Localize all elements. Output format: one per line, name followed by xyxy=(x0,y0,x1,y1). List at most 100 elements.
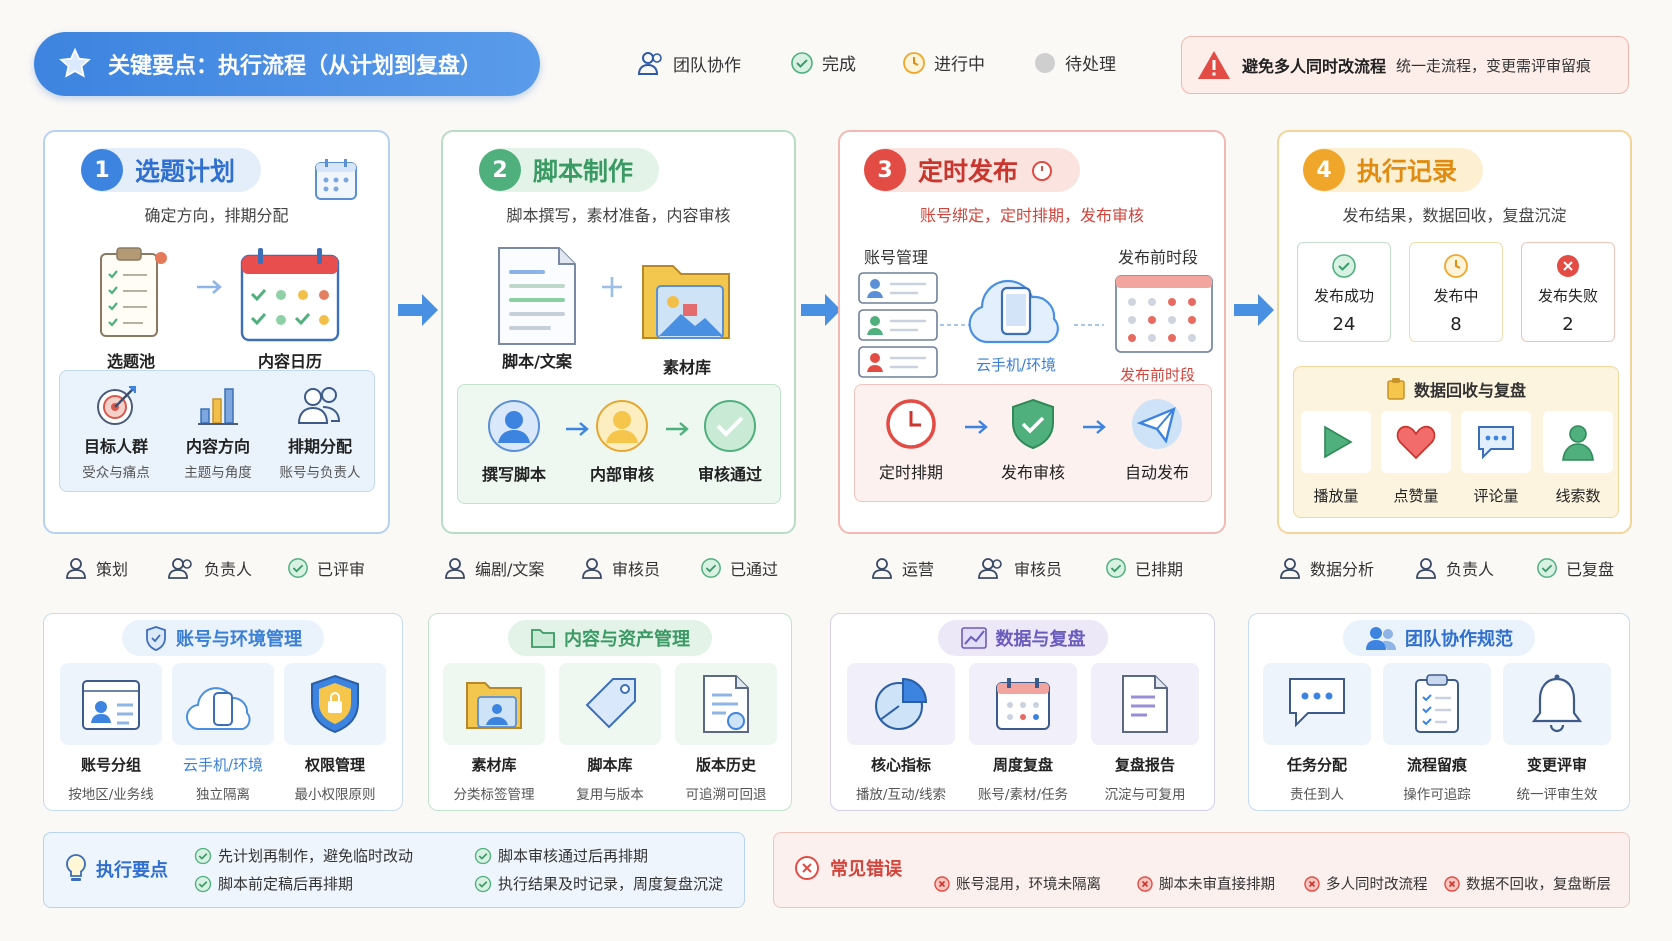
calendar-icon xyxy=(313,156,359,202)
grey-circle-icon xyxy=(1033,51,1057,75)
stage-card-record: 4 执行记录 发布结果，数据回收，复盘沉淀 发布成功 24 发布中 8 发布失败… xyxy=(1277,130,1632,534)
stage-subtitle: 发布结果，数据回收，复盘沉淀 xyxy=(1342,206,1567,225)
role-reviewer: 审核员 xyxy=(580,556,660,580)
check-circle-icon xyxy=(703,399,757,453)
error-circle-icon xyxy=(794,855,820,881)
role-operator: 运营 xyxy=(870,556,934,580)
x-circle-icon xyxy=(1444,875,1460,892)
check-circle-icon xyxy=(790,51,814,75)
role-status-reviewed: 已评审 xyxy=(287,556,365,580)
folder-icon xyxy=(530,627,556,649)
tile-core-metrics xyxy=(847,663,955,745)
shield-lock-icon xyxy=(307,673,363,735)
check-circle-icon xyxy=(194,875,212,893)
stage-number: 3 xyxy=(864,149,906,191)
role-analyst: 数据分析 xyxy=(1278,556,1374,580)
clock-icon xyxy=(902,51,926,75)
tile-process-trace-text: 流程留痕操作可追踪 xyxy=(1403,756,1471,803)
people-icon xyxy=(295,383,345,427)
bell-icon xyxy=(1530,673,1584,735)
warning-text: 统一走流程，变更需评审留痕 xyxy=(1396,56,1592,75)
tile-weekly-review-text: 周度复盘账号/素材/任务 xyxy=(977,756,1069,803)
stage-header: 4 执行记录 xyxy=(1303,148,1484,192)
person-outline-icon xyxy=(443,556,467,580)
folder-image-icon xyxy=(464,675,524,733)
role-owner: 负责人 xyxy=(168,556,252,580)
module-header: 数据与复盘 xyxy=(937,620,1108,656)
tip-item: 先计划再制作，避免临时改动 xyxy=(194,845,413,866)
tile-version-history-text: 版本历史可追溯可回退 xyxy=(685,756,767,803)
schedule-slot-label-bottom: 发布前时段 xyxy=(1120,366,1196,384)
warning-banner: 避免多人同时改流程 统一走流程，变更需评审留痕 xyxy=(1181,36,1629,94)
flow-write-script: 撰写脚本 xyxy=(466,399,562,485)
module-content-assets: 内容与资产管理 素材库分类标签管理 脚本库复用与版本 版本历史可追溯可回退 xyxy=(428,613,792,811)
stage-name: 执行记录 xyxy=(1357,157,1458,186)
tile-script-library-text: 脚本库复用与版本 xyxy=(576,756,644,803)
publish-flow-panel: 定时排期 发布审核 自动发布 xyxy=(854,384,1212,502)
plus-icon xyxy=(599,274,625,300)
document-icon xyxy=(493,244,581,348)
stage-card-plan: 1 选题计划 确定方向，排期分配 选题池 内容日历 目标人群 受众与痛点 内容方… xyxy=(43,130,390,534)
check-circle-icon xyxy=(1331,253,1357,279)
schedule-slot-label: 发布前时段 xyxy=(1118,248,1199,267)
tile-cloud-env xyxy=(172,663,274,745)
topic-pool: 选题池 xyxy=(91,244,171,372)
metric-views: 播放量 xyxy=(1300,411,1372,506)
play-icon xyxy=(1317,423,1355,461)
tile-script-library xyxy=(559,663,661,745)
check-circle-icon xyxy=(700,557,722,579)
legend-team: 团队协作 xyxy=(637,50,741,76)
stage-number: 1 xyxy=(81,149,123,191)
script-copy: 脚本/文案 xyxy=(493,244,581,372)
clock-icon xyxy=(1443,253,1469,279)
team-icon xyxy=(168,556,196,580)
tile-change-review-text: 变更评审统一评审生效 xyxy=(1516,756,1598,803)
reviewer-avatar-icon xyxy=(595,399,649,453)
team-icon xyxy=(978,556,1006,580)
warning-title: 避免多人同时改流程 xyxy=(1242,57,1387,76)
tip-item: 脚本审核通过后再排期 xyxy=(474,845,648,866)
mistake-item: 脚本未审直接排期 xyxy=(1137,873,1275,894)
shield-icon xyxy=(144,625,168,651)
module-header: 账号与环境管理 xyxy=(122,620,324,656)
flow-auto-publish: 自动发布 xyxy=(1107,397,1207,483)
page-title: 关键要点：执行流程（从计划到复盘） xyxy=(108,54,483,79)
flow-internal-review: 内部审核 xyxy=(574,399,670,485)
flow-schedule: 定时排期 xyxy=(863,397,959,483)
stage-number: 4 xyxy=(1303,149,1345,191)
person-outline-icon xyxy=(580,556,604,580)
error-circle-icon xyxy=(1555,253,1581,279)
module-header: 内容与资产管理 xyxy=(508,620,712,656)
role-status-passed: 已通过 xyxy=(700,556,778,580)
tile-permission-text: 权限管理最小权限原则 xyxy=(294,756,376,803)
stage-name: 选题计划 xyxy=(135,157,236,186)
stage-card-publish: 3 定时发布 账号绑定，定时排期，发布审核 账号管理 云手机/环境 发布前时段 … xyxy=(838,130,1226,534)
arrow-right-icon xyxy=(963,417,991,437)
role-status-reviewed: 已复盘 xyxy=(1536,556,1614,580)
check-circle-icon xyxy=(474,847,492,865)
stage-name: 定时发布 xyxy=(918,157,1019,186)
cloud-phone-icon xyxy=(964,262,1068,348)
heart-icon xyxy=(1396,424,1436,460)
tile-permission xyxy=(284,663,386,745)
arrow-right-icon xyxy=(664,419,692,439)
check-circle-icon xyxy=(194,847,212,865)
stage-header: 2 脚本制作 xyxy=(479,148,660,192)
tip-item: 脚本前定稿后再排期 xyxy=(194,873,353,894)
person-outline-icon xyxy=(1278,556,1302,580)
content-direction: 内容方向 主题与角度 xyxy=(168,383,268,481)
team-icon xyxy=(1365,625,1397,651)
execution-tips-panel: 执行要点 先计划再制作，避免临时改动 脚本审核通过后再排期 脚本前定稿后再排期 … xyxy=(43,832,745,908)
tile-review-report-text: 复盘报告沉淀与可复用 xyxy=(1104,756,1186,803)
data-review-title-row: 数据回收与复盘 xyxy=(1294,377,1618,401)
person-outline-icon xyxy=(870,556,894,580)
team-icon xyxy=(637,50,665,76)
tile-change-review xyxy=(1503,663,1611,745)
line-chart-icon xyxy=(960,626,988,650)
stage-subtitle: 账号绑定，定时排期，发布审核 xyxy=(919,206,1144,225)
stat-failed: 发布失败 2 xyxy=(1521,242,1615,342)
writer-avatar-icon xyxy=(487,399,541,453)
mistakes-title-row: 常见错误 xyxy=(794,855,902,881)
mistake-item: 数据不回收，复盘断层 xyxy=(1444,873,1611,894)
tile-asset-library-text: 素材库分类标签管理 xyxy=(453,756,535,803)
